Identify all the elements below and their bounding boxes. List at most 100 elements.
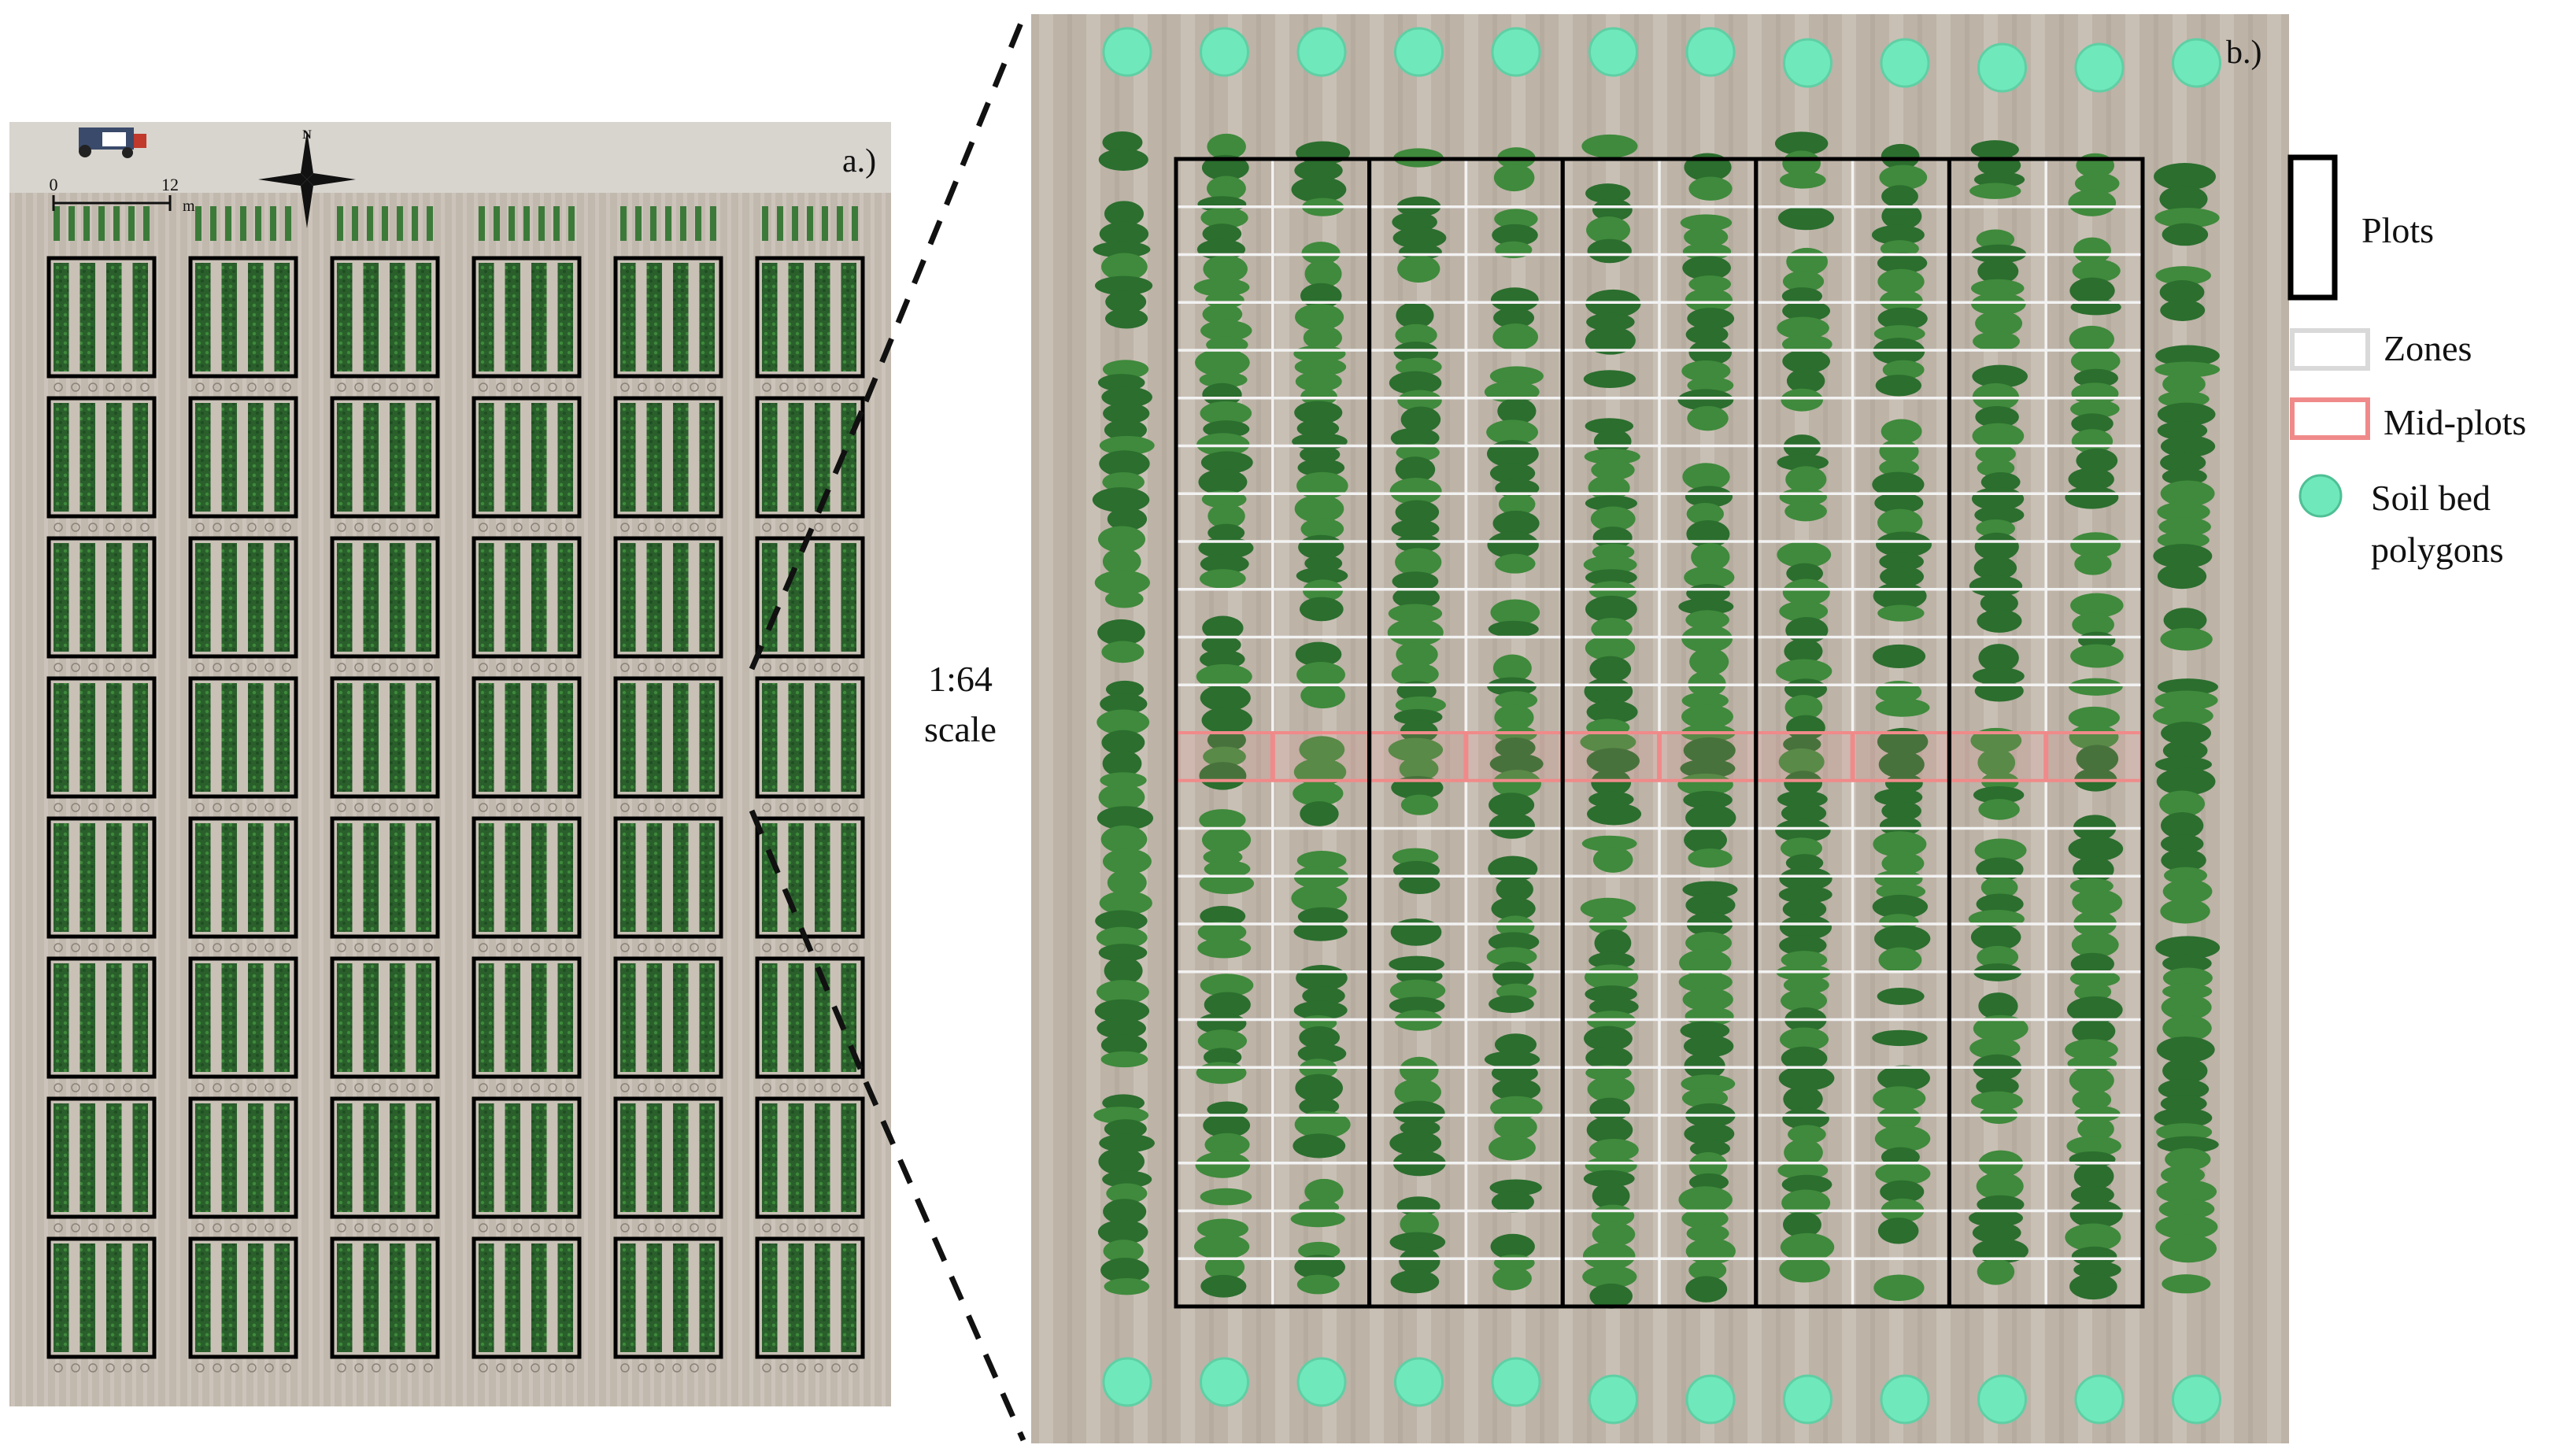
panel-a-soil-bed-dot [195, 382, 205, 392]
panel-a-plant-row [646, 543, 662, 652]
panel-a-soil-bed-dot [354, 803, 364, 812]
panel-b-plant-row [1681, 360, 1731, 382]
panel-a-soil-bed-dot [548, 1083, 557, 1092]
panel-a-soil-bed-dot [620, 663, 630, 672]
panel-b-border-plant [2162, 1058, 2208, 1084]
panel-a-soil-bed-dot [230, 943, 239, 952]
panel-b-plant-row [1295, 303, 1344, 331]
panel-b-plant-row [1585, 635, 1636, 661]
panel-a-soil-bed-dot [247, 803, 257, 812]
panel-b-plant-row [1594, 929, 1632, 957]
panel-a-plot-border [755, 1236, 865, 1359]
panel-a-soil-bed-dot [230, 523, 239, 532]
panel-a-plot-border [46, 816, 157, 939]
panel-a-soil-bed-dot [337, 1363, 346, 1373]
panel-a-border-plant [54, 206, 60, 241]
panel-a-plant-row [132, 683, 148, 792]
panel-a-plant-row [479, 683, 494, 792]
panel-a-soil-bed-dot [123, 803, 132, 812]
panel-a-soil-bed-dot [337, 663, 346, 672]
panel-b-plant-row [1489, 812, 1535, 839]
panel-b-plant-row [1494, 704, 1534, 731]
panel-b-plant-row [1392, 571, 1439, 592]
panel-a-border-plant [680, 206, 686, 241]
panel-a-plot-border [188, 536, 298, 659]
panel-a-border-plant [852, 206, 858, 241]
panel-a-soil-bed-dot [513, 943, 523, 952]
panel-a-soil-bed-dot [140, 1363, 150, 1373]
panel-a-plant-row [505, 263, 520, 371]
connector-lower-outer [863, 1081, 1026, 1442]
panel-a-soil-bed-dot [140, 1223, 150, 1232]
panel-b-border-plant [1098, 783, 1145, 811]
panel-a-soil-bed-dot [655, 382, 664, 392]
panel-a-plant-row [531, 1244, 547, 1352]
panel-b-plant-row [1291, 176, 1347, 203]
panel-a-plant-row [132, 1103, 148, 1212]
panel-b-plant-row [1204, 1133, 1250, 1157]
panel-b-plant-row [1580, 897, 1636, 919]
panel-a-soil-bed-dot [814, 1363, 823, 1373]
panel-a-soil-bed-dot [779, 1363, 789, 1373]
panel-a-soil-bed-dot [672, 1223, 682, 1232]
panel-a-border-plant [695, 206, 701, 241]
soil-bed-polygon-top [1394, 27, 1444, 77]
panel-b-plant-row [1788, 1125, 1826, 1144]
panel-b-plant-row [1293, 781, 1344, 807]
panel-b-plant-row [2073, 1261, 2121, 1279]
panel-a-plant-row [390, 263, 405, 371]
legend-midplots-label: Mid-plots [2384, 402, 2526, 442]
panel-a-soil-bed-dot [831, 1223, 841, 1232]
panel-a-soil-bed-dot [762, 1083, 771, 1092]
panel-a-plant-row [416, 543, 431, 652]
panel-a-plot-border [755, 816, 865, 939]
panel-a-soil-bed-dot [672, 663, 682, 672]
connector-upper-inner [749, 404, 867, 671]
panel-a-plant-row [221, 543, 237, 652]
panel-a-soil-bed-dot [264, 663, 274, 672]
panel-a-border-plant [195, 206, 202, 241]
panel-a-plant-row [788, 683, 804, 792]
panel-b-zone-grid [1174, 157, 2144, 1308]
panel-a-plot-border [46, 256, 157, 379]
panel-b-border-plant [1103, 1199, 1147, 1225]
panel-b-plant-row [1980, 876, 2018, 899]
panel-a-plant-row [132, 823, 148, 932]
panel-a-soil-bed-dot [354, 943, 364, 952]
panel-a-soil-bed-dot [620, 943, 630, 952]
panel-b-plant-row [1876, 681, 1922, 704]
north-label: N [302, 128, 312, 142]
panel-b-plant-row [1781, 287, 1822, 305]
panel-b-plant-row [1581, 835, 1637, 852]
panel-b-plant-row [1685, 288, 1733, 313]
panel-a-plot-border [613, 676, 723, 799]
soil-bed-polygon-top [1102, 27, 1152, 77]
panel-b-plant-row [1293, 1133, 1346, 1159]
mid-plot-zone [1175, 731, 1274, 782]
panel-a-soil-bed-dot [814, 803, 823, 812]
panel-b-plant-row [1294, 1110, 1351, 1139]
panel-b-plant-row [1582, 1265, 1637, 1288]
panel-b-plant-row [2071, 413, 2114, 434]
panel-a-plant-row [80, 263, 95, 371]
panel-b-plant-row [1487, 677, 1537, 697]
panel-a-soil-bed-dot [496, 1363, 505, 1373]
scale-bar-end-label: 12 [161, 175, 179, 194]
panel-a-soil-bed-dot [531, 1083, 540, 1092]
panel-b-border-plant [2157, 531, 2210, 549]
panel-a-border-plant [710, 206, 716, 241]
panel-a-soil-bed-dot [264, 382, 274, 392]
panel-b-plant-row [1200, 451, 1253, 474]
panel-b-plant-row [1296, 662, 1345, 688]
panel-b-border-plant [2162, 1274, 2211, 1294]
panel-a-border-plant [479, 206, 485, 241]
panel-b-plant-row [1779, 171, 1826, 189]
panel-b-plant-row [1977, 459, 2015, 478]
panel-a-soil-bed-dot [230, 1363, 239, 1373]
panel-a-border-plant [792, 206, 798, 241]
panel-a-plant-row [416, 963, 431, 1072]
panel-b-plant-row [1684, 1035, 1734, 1058]
panel-b-plant-row [1780, 1232, 1835, 1262]
panel-b-plant-row [1969, 1037, 2021, 1059]
panel-a-soil-bed-dot [849, 1223, 858, 1232]
